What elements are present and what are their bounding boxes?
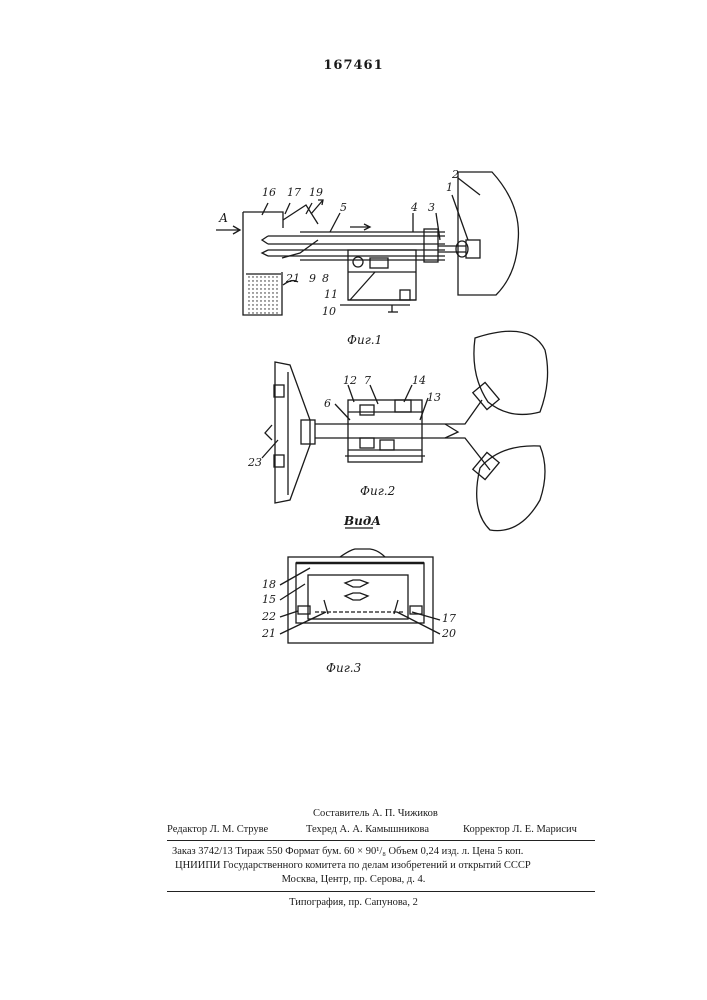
fig2-label: 7 — [364, 374, 371, 387]
tech-editor-line: Техред А. А. Камышникова — [306, 824, 429, 835]
fig1-label: 16 — [262, 186, 276, 199]
fig1-label: 19 — [309, 186, 323, 199]
order-line: Заказ 3742/13 Тираж 550 Формат бум. 60 ×… — [172, 846, 523, 857]
fig3-view-title: ВидА — [343, 514, 381, 528]
figure-labels: 16 17 19 5 4 3 1 2 21 9 8 11 10 А Фиг.1 … — [0, 0, 707, 700]
fig1-label: 4 — [410, 201, 418, 214]
fig2-label: 6 — [324, 397, 331, 410]
address-line: Москва, Центр, пр. Серова, д. 4. — [0, 874, 707, 885]
fig3-label: 15 — [262, 593, 276, 606]
fig1-label: 2 — [451, 168, 459, 181]
fig1-caption: Фиг.1 — [347, 333, 382, 347]
fig3-label: 21 — [261, 627, 276, 640]
printer-line: Типография, пр. Сапунова, 2 — [0, 897, 707, 908]
fig3-caption: Фиг.3 — [326, 661, 362, 675]
fig2-label: 23 — [247, 456, 262, 469]
fig3-label: 20 — [441, 627, 456, 640]
fig1-label: 9 — [309, 272, 316, 285]
fig1-label: 10 — [322, 305, 336, 318]
fig3-label: 18 — [262, 578, 276, 591]
org-line: ЦНИИПИ Государственного комитета по дела… — [175, 860, 531, 871]
divider — [167, 891, 595, 892]
fig1-label: 21 — [285, 272, 300, 285]
fig1-label: 11 — [324, 288, 338, 301]
compiler-line: Составитель А. П. Чижиков — [313, 808, 438, 819]
divider — [167, 840, 595, 841]
fig2-label: 12 — [343, 374, 357, 387]
view-arrow-label: А — [218, 211, 228, 225]
fig1-label: 8 — [322, 272, 329, 285]
fig1-label: 1 — [446, 181, 453, 194]
fig3-label: 22 — [261, 610, 276, 623]
fig2-caption: Фиг.2 — [360, 484, 395, 498]
fig2-label: 13 — [427, 391, 441, 404]
fig3-label: 17 — [442, 612, 456, 625]
fig1-label: 17 — [287, 186, 301, 199]
editor-line: Редактор Л. М. Струве — [167, 824, 268, 835]
fig1-label: 5 — [340, 201, 347, 214]
proofreader-line: Корректор Л. Е. Марисич — [463, 824, 577, 835]
fig2-label: 14 — [412, 374, 426, 387]
fig1-label: 3 — [428, 201, 435, 214]
